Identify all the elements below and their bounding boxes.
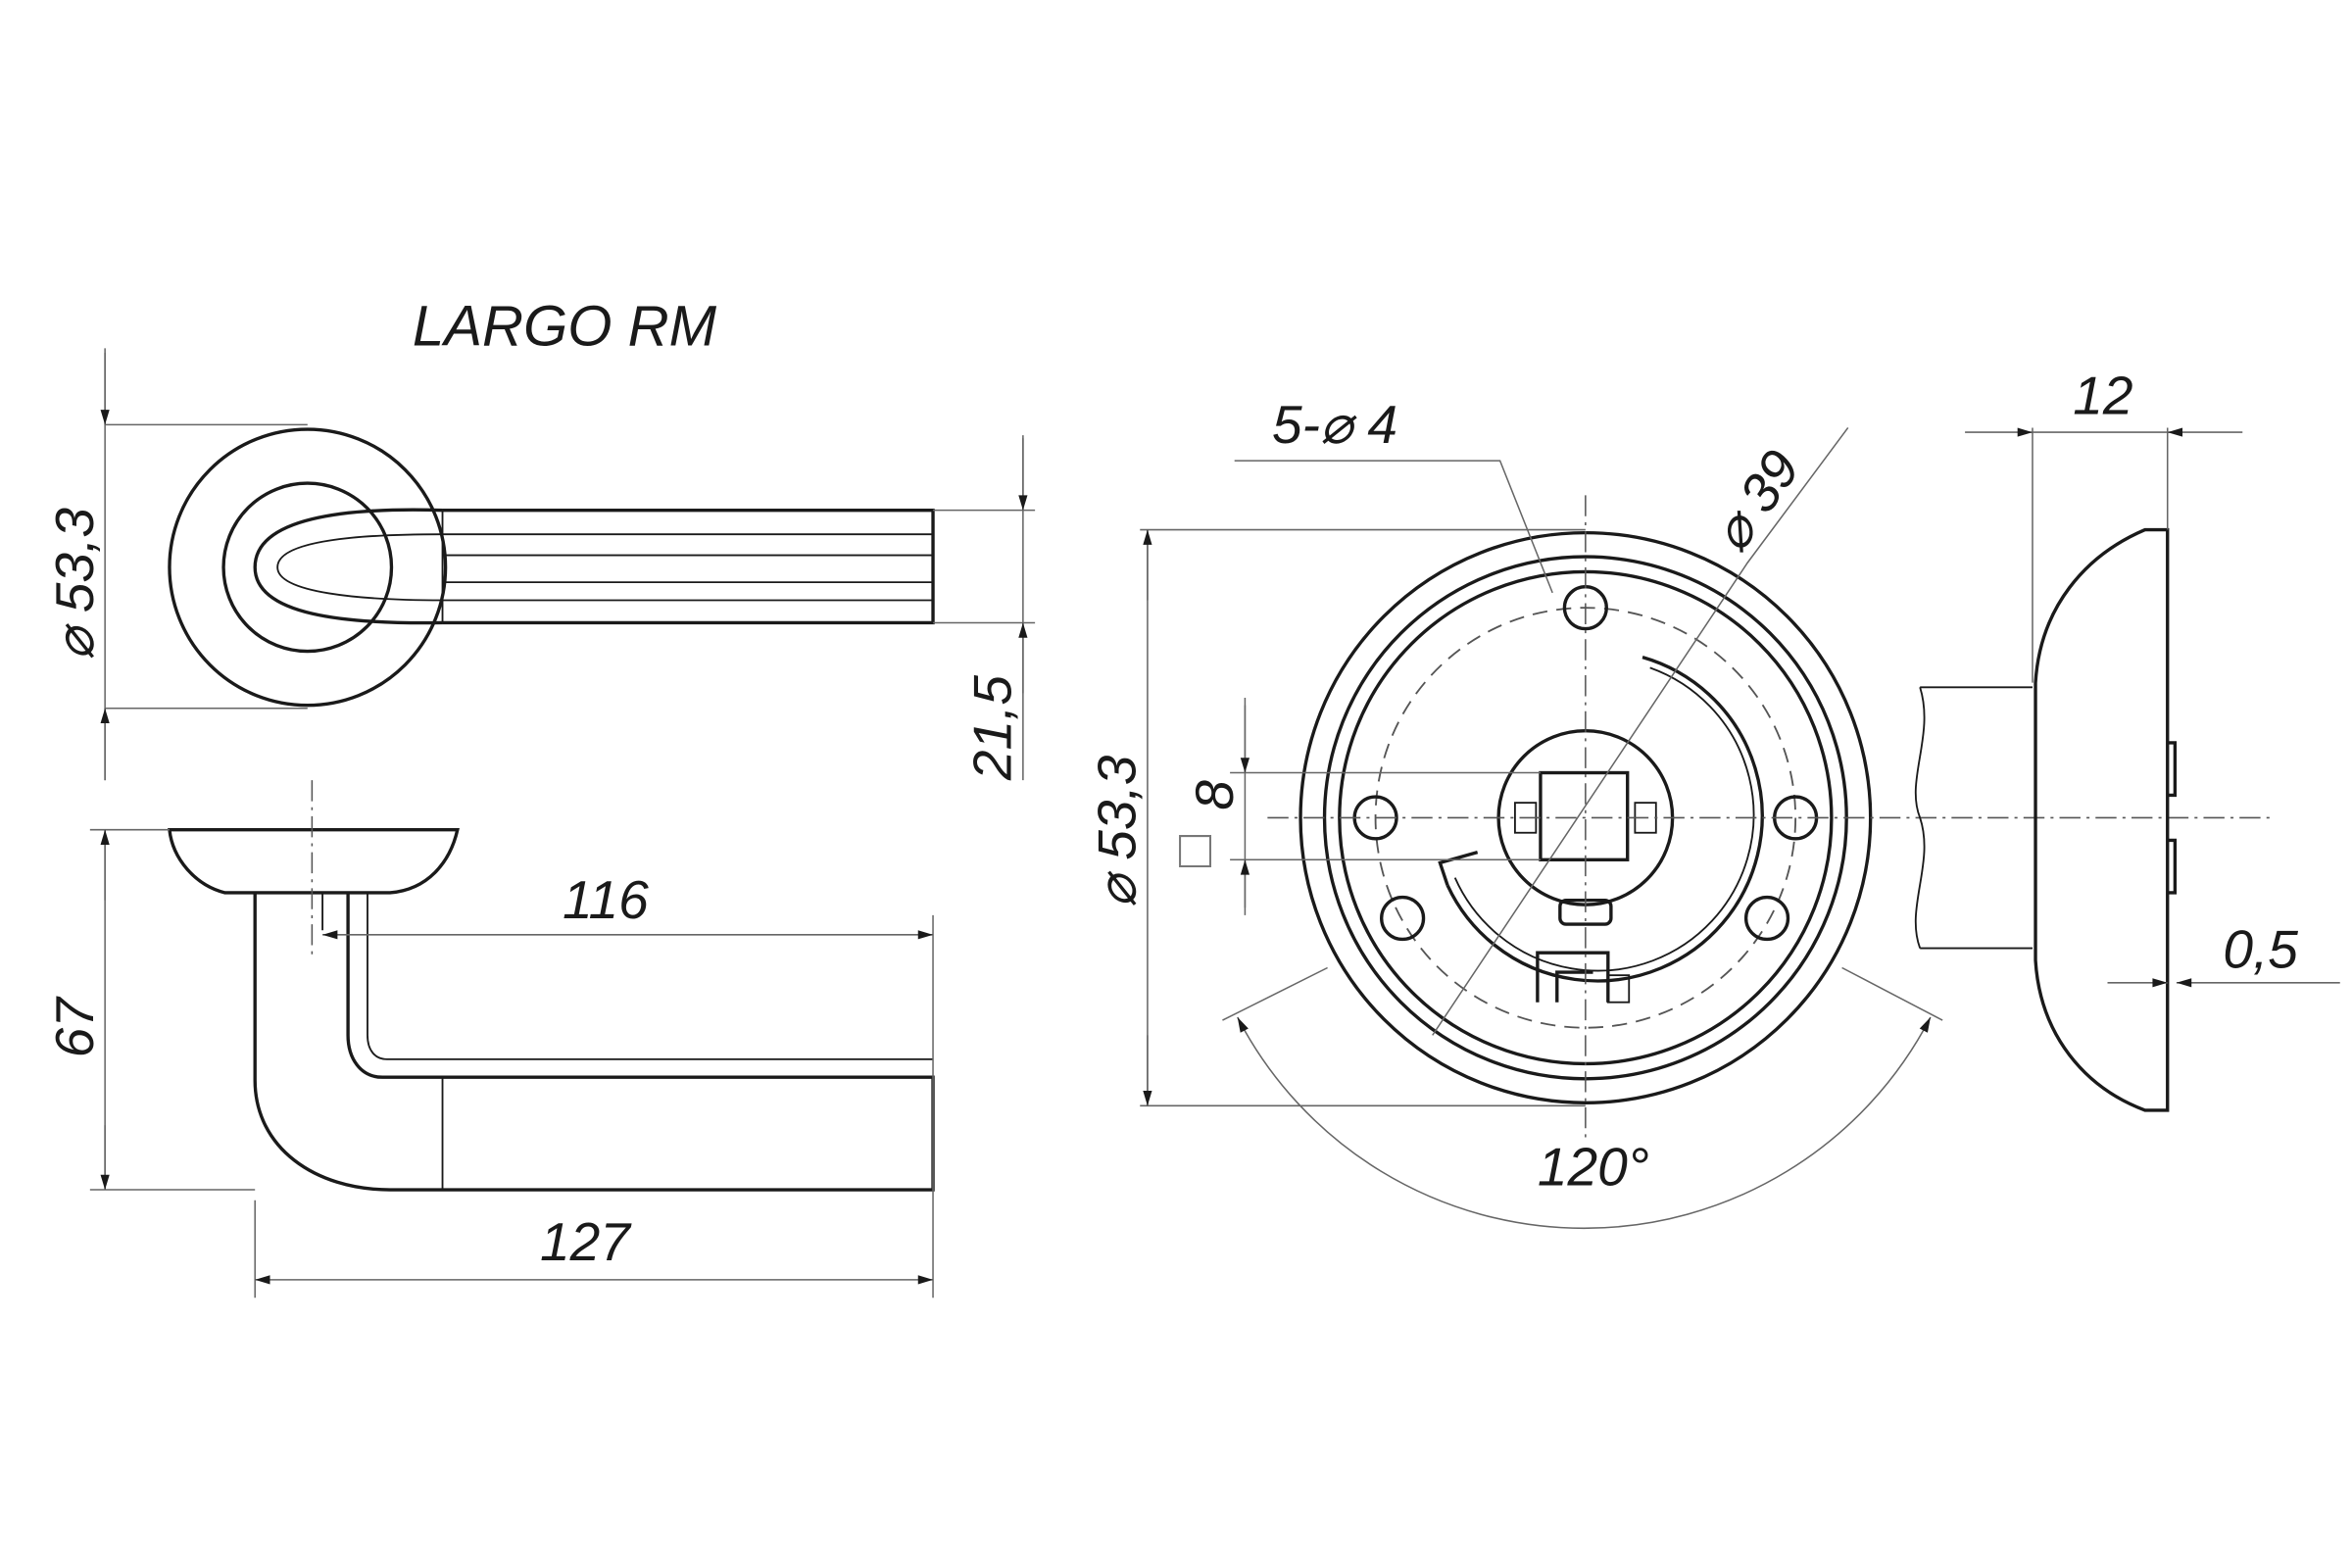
side-view xyxy=(89,780,935,1298)
dim-lever-height: 21,5 xyxy=(962,675,1023,782)
rosette-side-view xyxy=(1914,427,2340,1112)
dim-rose-diameter-top: ⌀ 53,3 xyxy=(44,508,105,661)
dim-inner-length: 116 xyxy=(563,869,649,930)
dim-square-symbol: □ xyxy=(1179,818,1212,879)
dim-holes: 5-⌀ 4 xyxy=(1272,394,1397,455)
dim-height: 67 xyxy=(44,996,105,1058)
top-view xyxy=(100,348,1036,781)
dim-square-size: 8 xyxy=(1184,780,1245,810)
rosette-front-view xyxy=(1140,427,2273,1230)
dim-rose-diameter-front: ⌀ 53,3 xyxy=(1087,755,1148,907)
dim-angle: 120° xyxy=(1538,1136,1649,1197)
dim-total-length: 127 xyxy=(540,1211,632,1272)
drawing-title: LARGO RM xyxy=(413,294,717,358)
dim-gap: 0,5 xyxy=(2223,919,2298,980)
dim-rose-thickness: 12 xyxy=(2073,366,2132,426)
